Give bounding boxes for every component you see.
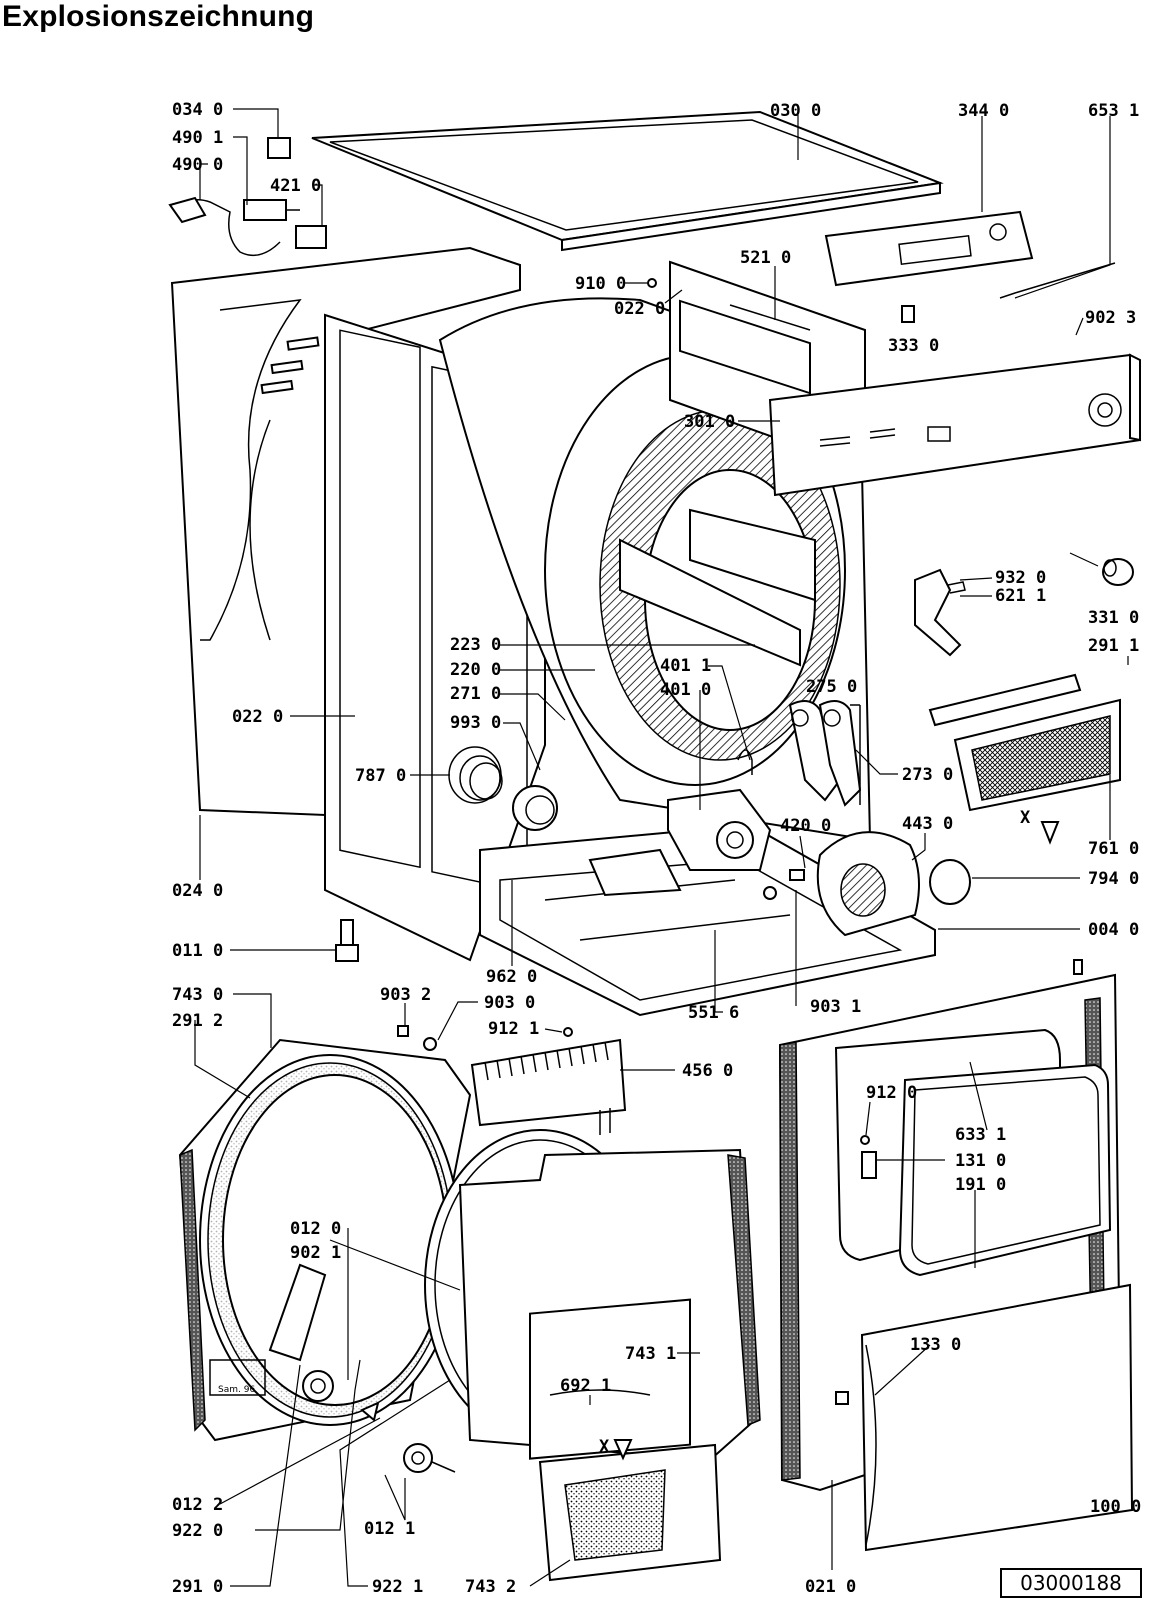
callout-993-0: 993 0 [450,713,501,733]
small-fastener-parts [397,278,1083,1145]
callout-743-1: 743 1 [625,1344,676,1364]
callout-551-6: 551 6 [688,1003,739,1023]
direction-x-label: X [599,1437,610,1457]
callout-191-0: 191 0 [955,1175,1006,1195]
callout-456-0: 456 0 [682,1061,733,1081]
callout-401-1: 401 1 [660,656,711,676]
callout-521-0: 521 0 [740,248,791,268]
callout-633-1: 633 1 [955,1125,1006,1145]
callout-621-1: 621 1 [995,586,1046,606]
rear-panel-part [170,246,521,817]
callout-223-0: 223 0 [450,635,501,655]
callout-021-0: 021 0 [805,1577,856,1597]
callout-011-0: 011 0 [172,941,223,961]
callout-271-0: 271 0 [450,684,501,704]
hinge-part [788,700,862,807]
callout-301-0: 301 0 [684,412,735,432]
callout-903-0: 903 0 [484,993,535,1013]
door-tag-label: Sam. 96 [218,1385,255,1395]
callout-653-1: 653 1 [1088,101,1139,121]
callout-421-0: 421 0 [270,176,321,196]
callout-912-1: 912 1 [488,1019,539,1039]
callout-291-0: 291 0 [172,1577,223,1597]
motor-part [667,749,772,871]
callout-labels: 034 0 490 1 490 0 421 0 030 0 344 0 653 … [172,100,1141,1597]
leader-lines [194,108,1129,1587]
callout-922-1: 922 1 [372,1577,423,1597]
callout-030-0: 030 0 [770,101,821,121]
page-title: Explosionszeichnung [2,0,315,33]
callout-131-0: 131 0 [955,1151,1006,1171]
callout-420-0: 420 0 [780,816,831,836]
callout-022-0-top: 022 0 [614,299,665,319]
callout-275-0: 275 0 [806,677,857,697]
callout-004-0: 004 0 [1088,920,1139,940]
callout-012-1: 012 1 [364,1519,415,1539]
callout-291-2: 291 2 [172,1011,223,1031]
callout-333-0: 333 0 [888,336,939,356]
front-bulkhead-part [424,1129,761,1582]
callout-962-0: 962 0 [486,967,537,987]
latch-part [914,568,966,657]
heater-part [470,1038,627,1135]
callout-024-0: 024 0 [172,881,223,901]
callout-902-3: 902 3 [1085,308,1136,328]
control-panel-part [768,353,1142,497]
callout-932-0: 932 0 [995,568,1046,588]
callout-903-1: 903 1 [810,997,861,1017]
screw-part [335,919,359,962]
roller-wheel-part [403,1443,456,1473]
bearing-plate-part [178,1038,472,1442]
direction-arrow-icons [360,262,1116,1461]
drawing-code-box: 03000188 [1000,1568,1142,1598]
callout-743-0: 743 0 [172,985,223,1005]
lint-filter-part [928,673,1121,812]
power-cord-part [168,137,327,257]
callout-401-0: 401 0 [660,680,711,700]
direction-x-label: X [1020,808,1031,828]
callout-490-0: 490 0 [172,155,223,175]
callout-743-2: 743 2 [465,1577,516,1597]
callout-692-1: 692 1 [560,1376,611,1396]
callout-910-0: 910 0 [575,274,626,294]
fan-housing-part [816,831,920,937]
callout-331-0: 331 0 [1088,608,1139,628]
callout-490-1: 490 1 [172,128,223,148]
callout-903-2: 903 2 [380,985,431,1005]
callout-443-0: 443 0 [902,814,953,834]
callout-012-2: 012 2 [172,1495,223,1515]
callout-133-0: 133 0 [910,1335,961,1355]
callout-912-0: 912 0 [866,1083,917,1103]
knob-part [1102,558,1134,586]
callout-787-0: 787 0 [355,766,406,786]
callout-902-1: 902 1 [290,1243,341,1263]
callout-022-0-side: 022 0 [232,707,283,727]
callout-344-0: 344 0 [958,101,1009,121]
callout-034-0: 034 0 [172,100,223,120]
callout-794-0: 794 0 [1088,869,1139,889]
control-board-part [824,210,1034,323]
callout-100-0: 100 0 [1090,1497,1141,1517]
gasket-ring-part [929,859,971,905]
callout-012-0: 012 0 [290,1219,341,1239]
callout-291-1: 291 1 [1088,636,1139,656]
top-cover-part [311,110,944,252]
callout-922-0: 922 0 [172,1521,223,1541]
callout-220-0: 220 0 [450,660,501,680]
door-part [835,1283,1134,1552]
callout-761-0: 761 0 [1088,839,1139,859]
callout-273-0: 273 0 [902,765,953,785]
